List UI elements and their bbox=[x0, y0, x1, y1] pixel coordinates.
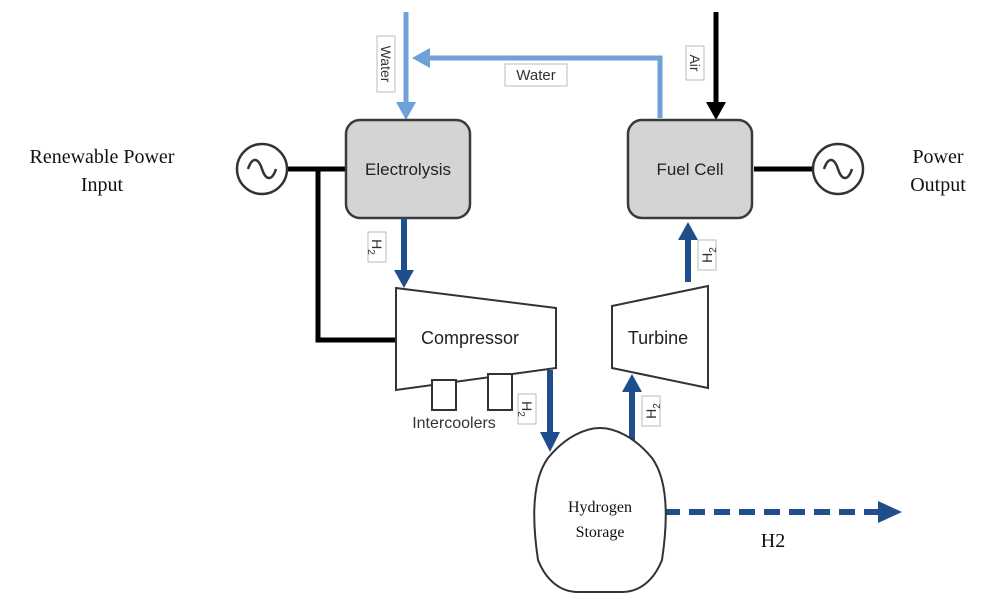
compressor-label: Compressor bbox=[421, 328, 519, 348]
power-output-line1: Power bbox=[912, 146, 964, 168]
h2-subscript: 2 bbox=[652, 403, 663, 409]
intercoolers-label: Intercoolers bbox=[412, 415, 496, 432]
h2-label: H bbox=[643, 409, 659, 419]
svg-text:H2: H2 bbox=[365, 239, 385, 255]
water-lines bbox=[396, 12, 663, 120]
water-vertical-label: Water bbox=[378, 46, 394, 83]
h2-tag-compressor: H2 bbox=[515, 393, 537, 425]
storage-label-line2: Storage bbox=[576, 524, 625, 541]
h2-label: H bbox=[699, 253, 715, 263]
intercoolers bbox=[431, 373, 513, 411]
h2-subscript: 2 bbox=[515, 411, 526, 417]
fuel-cell-unit: Fuel Cell bbox=[626, 118, 754, 220]
power-wires bbox=[288, 166, 814, 343]
ac-output-icon bbox=[811, 142, 865, 196]
water-horizontal-tag: Water bbox=[504, 63, 568, 87]
turbine-label: Turbine bbox=[628, 328, 688, 348]
electrolysis-unit: Electrolysis bbox=[344, 118, 472, 220]
h2-tag-turbine: H2 bbox=[697, 239, 719, 271]
power-output-line2: Output bbox=[910, 174, 966, 196]
h2-label: H bbox=[369, 239, 385, 249]
fuel-cell-label: Fuel Cell bbox=[656, 160, 723, 179]
water-horizontal-label: Water bbox=[516, 67, 555, 84]
storage-label-line1: Hydrogen bbox=[568, 499, 632, 516]
svg-text:H2: H2 bbox=[515, 401, 535, 417]
air-tag: Air bbox=[685, 45, 705, 81]
hydrogen-lines bbox=[394, 218, 902, 523]
air-line bbox=[706, 12, 726, 120]
hydrogen-storage-tank: Hydrogen Storage bbox=[533, 426, 667, 593]
h2-tag-storage: H2 bbox=[641, 395, 663, 427]
svg-text:H2: H2 bbox=[699, 247, 719, 263]
compressor-unit: Compressor bbox=[395, 286, 557, 392]
renewable-label-line1: Renewable Power bbox=[29, 146, 175, 168]
power-output-label: Power Output bbox=[898, 143, 978, 199]
ac-source-icon bbox=[235, 142, 289, 196]
h2-subscript: 2 bbox=[708, 247, 719, 253]
h2-label: H bbox=[519, 401, 535, 411]
renewable-label-line2: Input bbox=[80, 174, 124, 196]
h2-output-label: H2 bbox=[761, 530, 785, 552]
svg-text:H2: H2 bbox=[643, 403, 663, 419]
h2-tag-electrolysis: H2 bbox=[365, 231, 387, 263]
turbine-unit: Turbine bbox=[611, 284, 709, 390]
h2-subscript: 2 bbox=[365, 249, 376, 255]
electrolysis-label: Electrolysis bbox=[365, 160, 451, 179]
water-vertical-tag: Water bbox=[376, 35, 396, 93]
renewable-power-label: Renewable Power Input bbox=[4, 143, 200, 199]
air-label: Air bbox=[687, 54, 703, 71]
